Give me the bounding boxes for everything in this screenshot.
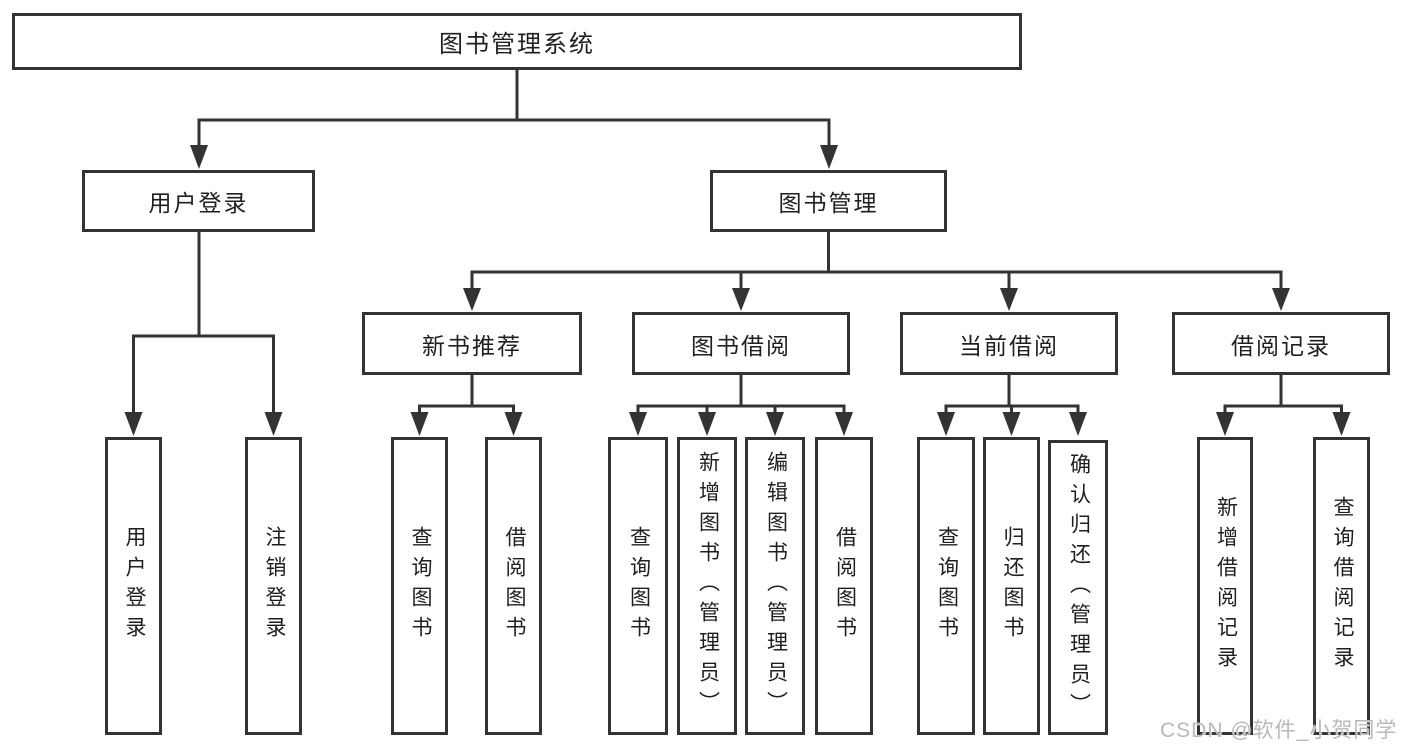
arrowhead-icon	[264, 412, 283, 436]
leaf-cb-return-books-label: 归还图书	[1001, 526, 1024, 646]
arrowhead-icon	[732, 288, 750, 311]
leaf-bb-borrow-books: 借阅图书	[815, 437, 873, 735]
leaf-bb-add-books-admin: 新增图书（管理员）	[677, 437, 737, 735]
node-book-management-label: 图书管理	[778, 190, 879, 216]
node-root-label: 图书管理系统	[439, 31, 595, 58]
arrowhead-icon	[463, 288, 481, 311]
arrowhead-icon	[1216, 412, 1234, 436]
leaf-br-query-record-label: 查询借阅记录	[1331, 496, 1354, 676]
node-root: 图书管理系统	[12, 13, 1022, 70]
node-new-book-recommend: 新书推荐	[362, 312, 582, 375]
arrowhead-icon	[766, 412, 784, 436]
arrowhead-icon	[698, 412, 716, 436]
leaf-cb-confirm-return-admin: 确认归还（管理员）	[1048, 440, 1108, 735]
leaf-cb-confirm-return-admin-label: 确认归还（管理员）	[1067, 452, 1091, 723]
arrowhead-icon	[937, 412, 955, 436]
leaf-cb-query-books-label: 查询图书	[935, 526, 959, 646]
leaf-nbr-query-books-label: 查询图书	[409, 526, 432, 646]
arrowhead-icon	[190, 145, 208, 169]
arrowhead-icon	[504, 412, 523, 436]
node-book-management: 图书管理	[710, 170, 947, 232]
arrowhead-icon	[124, 412, 143, 436]
watermark: CSDN @软件_小贺同学	[1160, 719, 1398, 742]
node-current-borrowing: 当前借阅	[900, 312, 1118, 375]
leaf-cb-return-books: 归还图书	[983, 437, 1040, 735]
node-current-borrowing-label: 当前借阅	[959, 332, 1059, 359]
arrowhead-icon	[1272, 288, 1290, 311]
leaf-bb-edit-books-admin-label: 编辑图书（管理员）	[764, 451, 788, 721]
leaf-bb-query-books-label: 查询图书	[627, 526, 651, 646]
leaf-bb-query-books: 查询图书	[608, 437, 668, 735]
arrowhead-icon	[1332, 412, 1351, 436]
leaf-cb-query-books: 查询图书	[917, 437, 975, 735]
arrowhead-icon	[835, 412, 853, 436]
leaf-logout-login-label: 注销登录	[263, 526, 286, 646]
node-borrowing-records-label: 借阅记录	[1231, 332, 1331, 359]
arrowhead-icon	[820, 145, 838, 169]
arrowhead-icon	[1000, 288, 1018, 311]
arrowhead-icon	[1002, 412, 1021, 436]
leaf-bb-add-books-admin-label: 新增图书（管理员）	[696, 451, 720, 721]
leaf-nbr-borrow-books-label: 借阅图书	[503, 526, 526, 646]
leaf-user-login: 用户登录	[105, 437, 162, 735]
arrowhead-icon	[629, 412, 647, 436]
leaf-br-add-record: 新增借阅记录	[1197, 437, 1253, 735]
leaf-bb-borrow-books-label: 借阅图书	[833, 526, 857, 646]
node-book-borrowing: 图书借阅	[632, 312, 850, 375]
leaf-nbr-query-books: 查询图书	[391, 437, 448, 735]
leaf-br-add-record-label: 新增借阅记录	[1214, 496, 1238, 676]
node-borrowing-records: 借阅记录	[1172, 312, 1390, 375]
leaf-user-login-label: 用户登录	[123, 526, 146, 646]
node-book-borrowing-label: 图书借阅	[691, 332, 791, 359]
arrowhead-icon	[410, 412, 429, 436]
leaf-bb-edit-books-admin: 编辑图书（管理员）	[745, 437, 805, 735]
leaf-br-query-record: 查询借阅记录	[1313, 437, 1370, 735]
leaf-nbr-borrow-books: 借阅图书	[485, 437, 542, 735]
node-user-login: 用户登录	[82, 170, 315, 232]
node-new-book-recommend-label: 新书推荐	[422, 332, 522, 359]
leaf-logout-login: 注销登录	[245, 437, 302, 735]
node-user-login-label: 用户登录	[148, 190, 249, 216]
arrowhead-icon	[1069, 412, 1087, 436]
